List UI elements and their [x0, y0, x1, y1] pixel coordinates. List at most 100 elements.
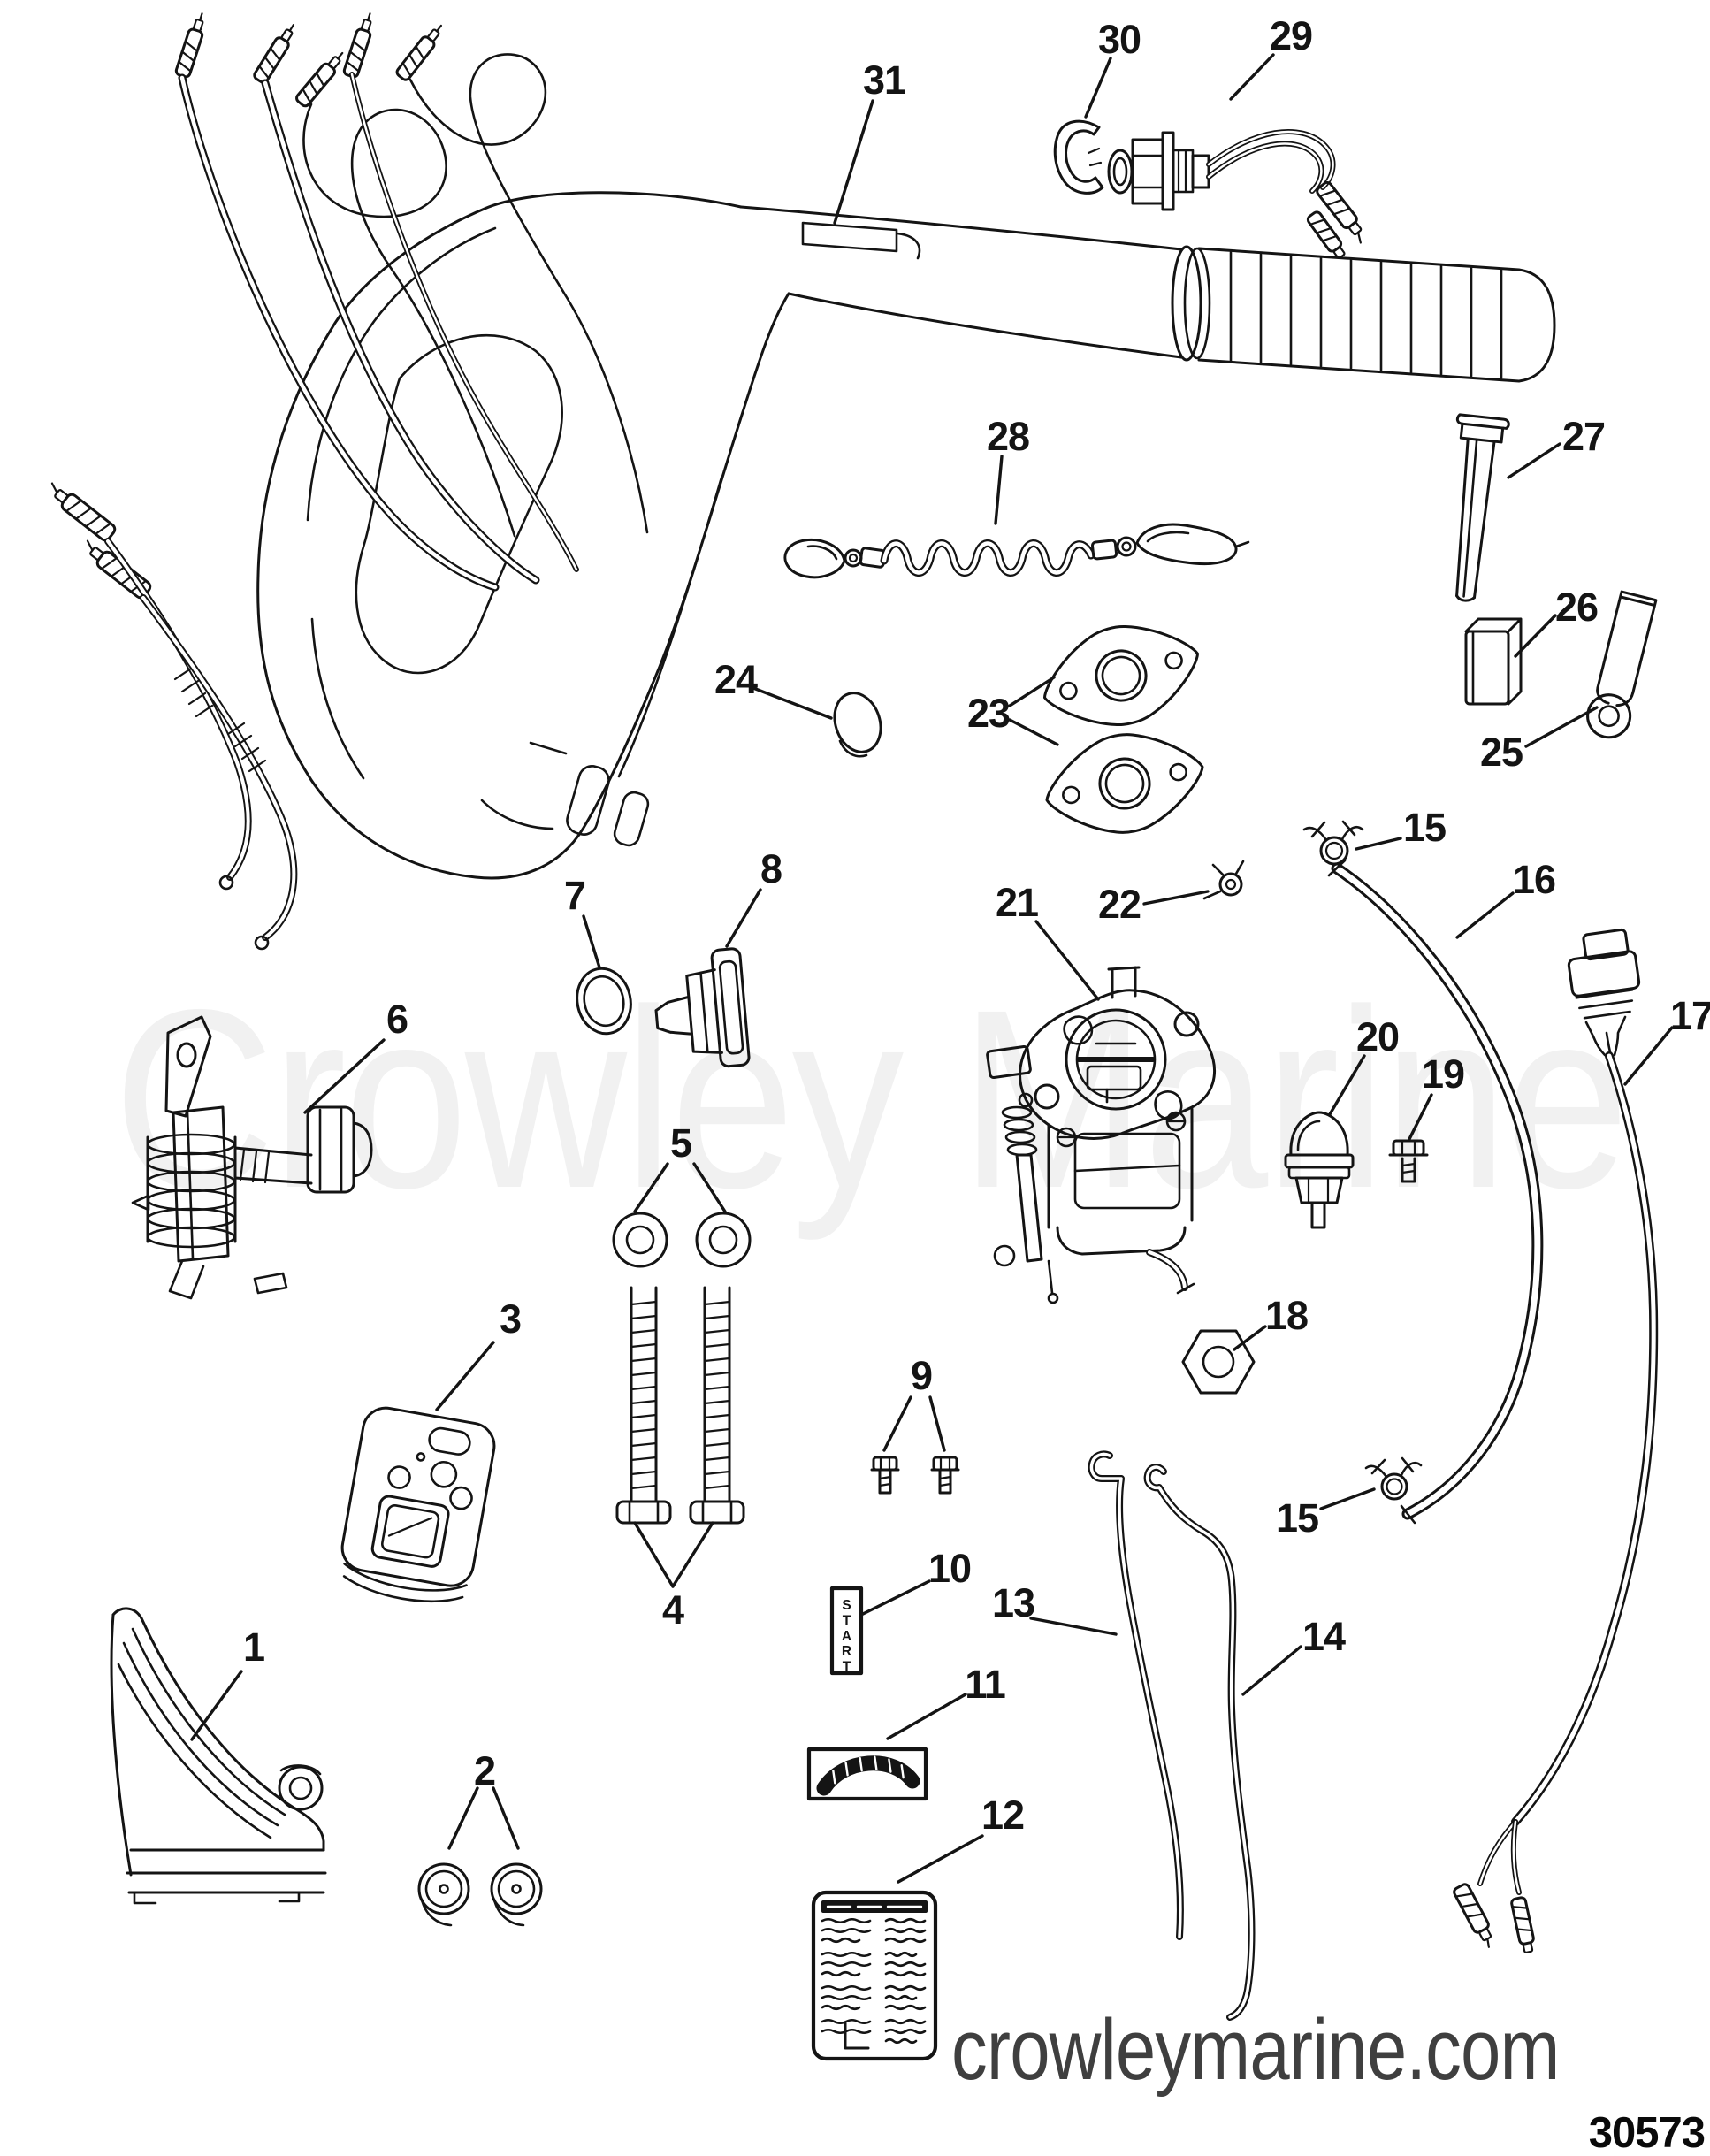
- leader-line-13: [1029, 1617, 1118, 1636]
- callout-27: 27: [1562, 414, 1605, 459]
- callout-8: 8: [760, 846, 782, 891]
- callout-25: 25: [1480, 730, 1523, 775]
- leader-line-8: [725, 888, 762, 948]
- leader-line-7: [582, 914, 601, 969]
- part-18-hex-nut: [1181, 1329, 1256, 1395]
- callout-30: 30: [1098, 17, 1141, 62]
- leader-line-24: [752, 686, 833, 720]
- part-25-ring-terminal: [1586, 590, 1658, 739]
- bolt-threads: [630, 1300, 731, 1490]
- part-15-hose-clamp-lower: [1364, 1456, 1423, 1501]
- part-6-throttle-tension-assembly: [131, 1015, 373, 1300]
- part-29-stop-switch: [1107, 128, 1363, 259]
- instruction-decal-text-rows: [821, 1917, 927, 2045]
- callout-14: 14: [1302, 1614, 1346, 1659]
- callout-13: 13: [992, 1580, 1034, 1625]
- callout-15: 15: [1276, 1495, 1318, 1541]
- leader-line-23: [1008, 718, 1059, 746]
- part-31-twist-grip: [1171, 245, 1556, 383]
- part-19-screw: [1388, 1139, 1429, 1183]
- leader-line-9: [928, 1395, 946, 1452]
- callout-5: 5: [670, 1120, 691, 1166]
- leader-line-4: [633, 1521, 675, 1588]
- callout-18: 18: [1265, 1293, 1308, 1338]
- part-12-instruction-decal: [811, 1890, 938, 2061]
- part-11-throttle-decal: [806, 1747, 928, 1801]
- callout-1: 1: [243, 1625, 264, 1670]
- leader-line-11: [886, 1693, 967, 1740]
- part-31-cables: [50, 12, 649, 951]
- part-14-link-rod: [1143, 1464, 1256, 2021]
- start-decal-letter: A: [842, 1629, 851, 1644]
- callout-19: 19: [1422, 1051, 1464, 1097]
- leader-line-16: [1455, 891, 1515, 939]
- part-3-switch-plate: [340, 1406, 496, 1602]
- part-1-bracket: [110, 1607, 327, 1905]
- part-5-washers: [612, 1212, 752, 1268]
- leader-line-2: [447, 1786, 479, 1850]
- part-15-hose-clamp-upper: [1302, 820, 1364, 866]
- part-9-screws: [870, 1456, 960, 1495]
- leader-line-27: [1507, 442, 1561, 479]
- callout-6: 6: [386, 997, 408, 1042]
- start-decal-letter: T: [843, 1613, 851, 1628]
- leader-line-6: [303, 1038, 386, 1114]
- leader-line-23: [1008, 676, 1056, 707]
- website-text: crowleymarine.com: [951, 2001, 1560, 2098]
- part-21-carburetor: [986, 966, 1217, 1304]
- part-23-gaskets: [1042, 625, 1204, 834]
- leader-line-10: [859, 1579, 931, 1617]
- callout-9: 9: [911, 1353, 932, 1398]
- diagram-number: 30573: [1588, 2109, 1706, 2156]
- leader-line-19: [1408, 1093, 1433, 1141]
- watermark: Crowley Marine: [113, 957, 1630, 1242]
- callout-10: 10: [928, 1546, 971, 1591]
- leader-line-26: [1514, 614, 1557, 658]
- callout-17: 17: [1670, 993, 1710, 1038]
- leader-line-4: [671, 1521, 714, 1588]
- leader-line-17: [1623, 1026, 1674, 1086]
- part-2-caps: [417, 1862, 543, 1927]
- callout-2: 2: [474, 1748, 495, 1793]
- part-28-lanyard: [783, 523, 1250, 579]
- callout-3: 3: [500, 1296, 521, 1342]
- part-7-o-ring: [576, 967, 632, 1036]
- callout-24: 24: [714, 657, 758, 702]
- callout-15: 15: [1403, 805, 1446, 850]
- start-decal-letter: S: [842, 1598, 851, 1613]
- start-decal-letter: T: [843, 1660, 851, 1675]
- part-8-choke-knob: [654, 947, 751, 1068]
- leader-line-1: [190, 1670, 243, 1741]
- leader-line-29: [1229, 53, 1275, 101]
- leader-line-5: [633, 1162, 669, 1213]
- part-26-sleeve: [1464, 617, 1523, 706]
- part-27-pin: [1455, 413, 1510, 602]
- callout-4: 4: [662, 1587, 684, 1632]
- leader-line-12: [897, 1834, 984, 1884]
- leader-line-25: [1524, 706, 1599, 748]
- leader-line-28: [994, 455, 1004, 525]
- callout-28: 28: [987, 414, 1029, 459]
- part-24-knob: [833, 692, 882, 758]
- leader-line-2: [492, 1786, 520, 1850]
- part-22-clip: [1202, 860, 1245, 900]
- part-20-primer-bulb: [1284, 1111, 1355, 1229]
- callout-20: 20: [1356, 1014, 1399, 1059]
- leader-line-30: [1084, 57, 1112, 119]
- callout-11: 11: [965, 1662, 1005, 1707]
- grip-ribs: [1229, 251, 1503, 379]
- leader-line-22: [1142, 890, 1210, 906]
- callout-26: 26: [1555, 585, 1598, 630]
- callout-7: 7: [564, 873, 585, 918]
- part-16-fuel-tube: [1327, 859, 1544, 1525]
- leader-line-5: [692, 1162, 727, 1213]
- part-4-bolts: [615, 1286, 745, 1525]
- part-17-wire-harness: [1453, 928, 1659, 1953]
- callout-22: 22: [1098, 882, 1141, 927]
- part-30-clip: [1053, 119, 1104, 195]
- callout-23: 23: [967, 691, 1010, 736]
- leader-line-3: [435, 1341, 495, 1411]
